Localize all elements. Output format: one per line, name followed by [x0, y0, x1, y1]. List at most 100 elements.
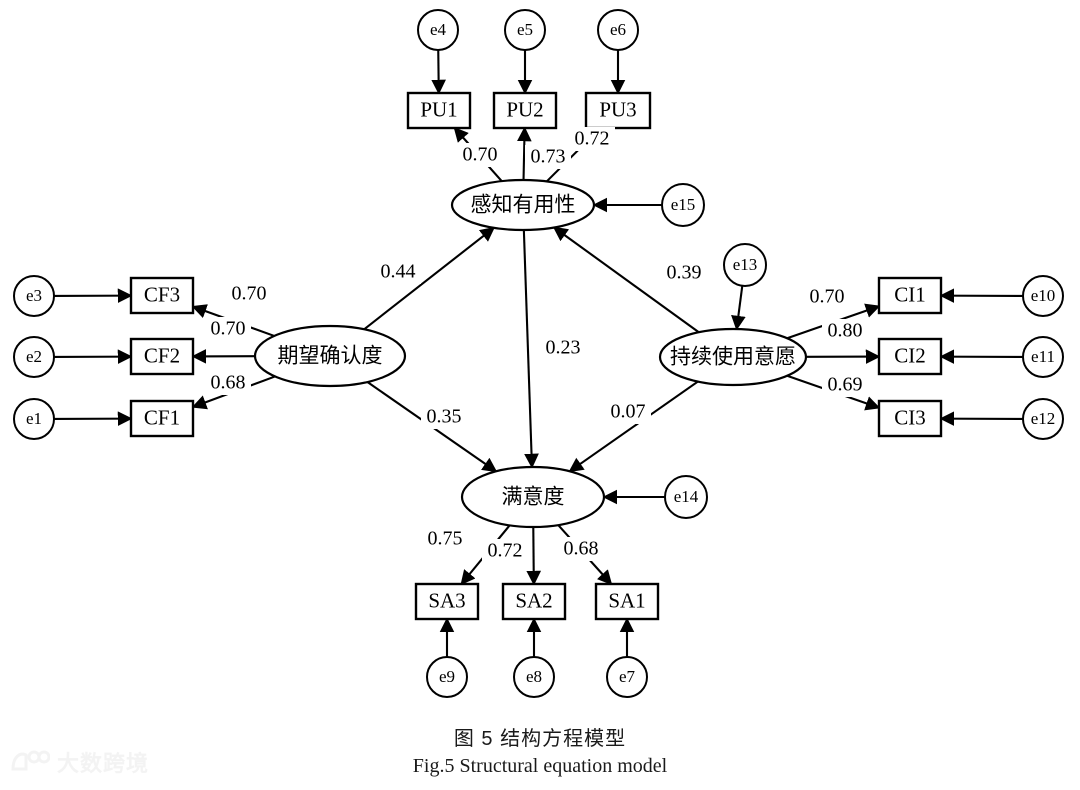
error-term-circle [13, 275, 55, 317]
error-term-circle [513, 656, 555, 698]
coefficient-CF-SA-backdrop [421, 405, 467, 429]
error-term-circle [597, 9, 639, 51]
observed-variable-CF3: CF3 [129, 276, 195, 315]
observed-variable-box [129, 337, 195, 376]
error-term-circle [417, 9, 459, 51]
error-term-label: e4 [430, 20, 447, 39]
latent-variable-ellipse [253, 324, 407, 388]
latent-variable-label: 满意度 [502, 486, 565, 509]
loading-PU-PU3: 0.72 [575, 128, 610, 150]
error-term-label: e12 [1031, 409, 1056, 428]
observed-variable-box [406, 91, 472, 130]
observed-variable-PU2: PU2 [492, 91, 558, 130]
figure-caption-english: Fig.5 Structural equation model [412, 755, 668, 777]
coefficient-CI-PU: 0.39 [667, 262, 702, 284]
latent-variable-ellipse [658, 327, 808, 387]
observed-variable-label: CI2 [894, 343, 926, 367]
observed-variable-box [877, 337, 943, 376]
coefficient-PU-SA-backdrop [540, 336, 586, 360]
observed-variable-label: CF2 [144, 343, 180, 367]
latent-variable-CF: 期望确认度 [253, 324, 407, 388]
loading-SA-SA2-backdrop [482, 539, 528, 563]
error-term-circle [606, 656, 648, 698]
error-term-label: e2 [26, 347, 42, 366]
loading-SA-SA1-backdrop [558, 537, 604, 561]
error-path-e4-to-PU1 [431, 49, 446, 95]
loading-CF-CF1-backdrop [205, 371, 251, 395]
error-term-e5: e5 [504, 9, 546, 51]
structural-path-CI-to-SA [568, 380, 699, 473]
loading-PU-PU2-backdrop [525, 145, 571, 169]
error-term-e12: e12 [1022, 398, 1064, 440]
observed-variable-box [584, 91, 652, 130]
latent-variable-label: 持续使用意愿 [670, 346, 796, 369]
error-term-label: e13 [733, 255, 758, 274]
error-term-e15: e15 [661, 183, 705, 227]
error-term-label: e3 [26, 286, 42, 305]
loading-SA-SA3-backdrop [422, 527, 468, 551]
loading-CF-CF1: 0.68 [211, 372, 246, 394]
error-term-circle [1022, 398, 1064, 440]
observed-variable-SA1: SA1 [594, 582, 660, 621]
observed-variable-box [129, 276, 195, 315]
error-term-circle [504, 9, 546, 51]
loading-SA-SA2: 0.72 [488, 540, 523, 562]
latent-variable-SA: 满意度 [460, 465, 606, 529]
error-term-circle [1022, 336, 1064, 378]
error-term-e3: e3 [13, 275, 55, 317]
observed-variable-box [129, 399, 195, 438]
error-term-circle [661, 183, 705, 227]
loading-CF-CF3: 0.70 [232, 283, 267, 305]
error-term-label: e1 [26, 409, 42, 428]
latent-variable-ellipse [450, 178, 596, 232]
error-term-e2: e2 [13, 336, 55, 378]
coefficient-CI-PU-backdrop [661, 261, 707, 285]
observed-variable-label: SA3 [428, 588, 465, 612]
latent-variable-PU: 感知有用性 [450, 178, 596, 232]
loading-SA-SA1: 0.68 [564, 538, 599, 560]
observed-variable-box [594, 582, 660, 621]
observed-variable-label: CF1 [144, 405, 180, 429]
error-term-e9: e9 [426, 656, 468, 698]
error-term-circle [1022, 275, 1064, 317]
loading-CI-CI3: 0.69 [828, 374, 863, 396]
observed-variable-box [877, 399, 943, 438]
error-term-e7: e7 [606, 656, 648, 698]
error-term-e10: e10 [1022, 275, 1064, 317]
loading-PU-PU1-backdrop [457, 143, 503, 167]
observed-variable-label: CI3 [894, 405, 926, 429]
observed-variable-CF1: CF1 [129, 399, 195, 438]
error-term-e11: e11 [1022, 336, 1064, 378]
error-term-e13: e13 [723, 243, 767, 287]
error-term-label: e15 [671, 195, 696, 214]
error-path-e13-to-CI [731, 285, 746, 331]
error-term-label: e11 [1031, 347, 1055, 366]
observed-variable-label: SA1 [608, 588, 645, 612]
error-term-e1: e1 [13, 398, 55, 440]
observed-variable-box [877, 276, 943, 315]
observed-variable-CF2: CF2 [129, 337, 195, 376]
loading-PU-PU2: 0.73 [531, 146, 566, 168]
latent-variable-ellipse [460, 465, 606, 529]
structural-path-CF-to-PU [363, 226, 496, 331]
error-term-e14: e14 [664, 475, 708, 519]
observed-variable-label: PU3 [599, 97, 636, 121]
loading-SA-SA3: 0.75 [428, 528, 463, 550]
observed-variable-label: PU2 [506, 97, 543, 121]
observed-variable-SA3: SA3 [414, 582, 480, 621]
observed-variable-SA2: SA2 [501, 582, 567, 621]
structural-path-CI-to-PU [552, 226, 700, 334]
loading-CI-CI2: 0.80 [828, 320, 863, 342]
latent-variable-label: 感知有用性 [471, 194, 576, 217]
error-term-label: e14 [674, 487, 699, 506]
observed-variable-label: CI1 [894, 282, 926, 306]
coefficient-CI-SA: 0.07 [611, 401, 646, 423]
latent-variable-CI: 持续使用意愿 [658, 327, 808, 387]
coefficient-CF-PU: 0.44 [381, 261, 416, 283]
observed-variable-box [492, 91, 558, 130]
observed-variable-PU3: PU3 [584, 91, 652, 130]
error-term-label: e7 [619, 667, 636, 686]
loading-CI-CI1: 0.70 [810, 286, 845, 308]
edge-layer [53, 49, 1024, 657]
